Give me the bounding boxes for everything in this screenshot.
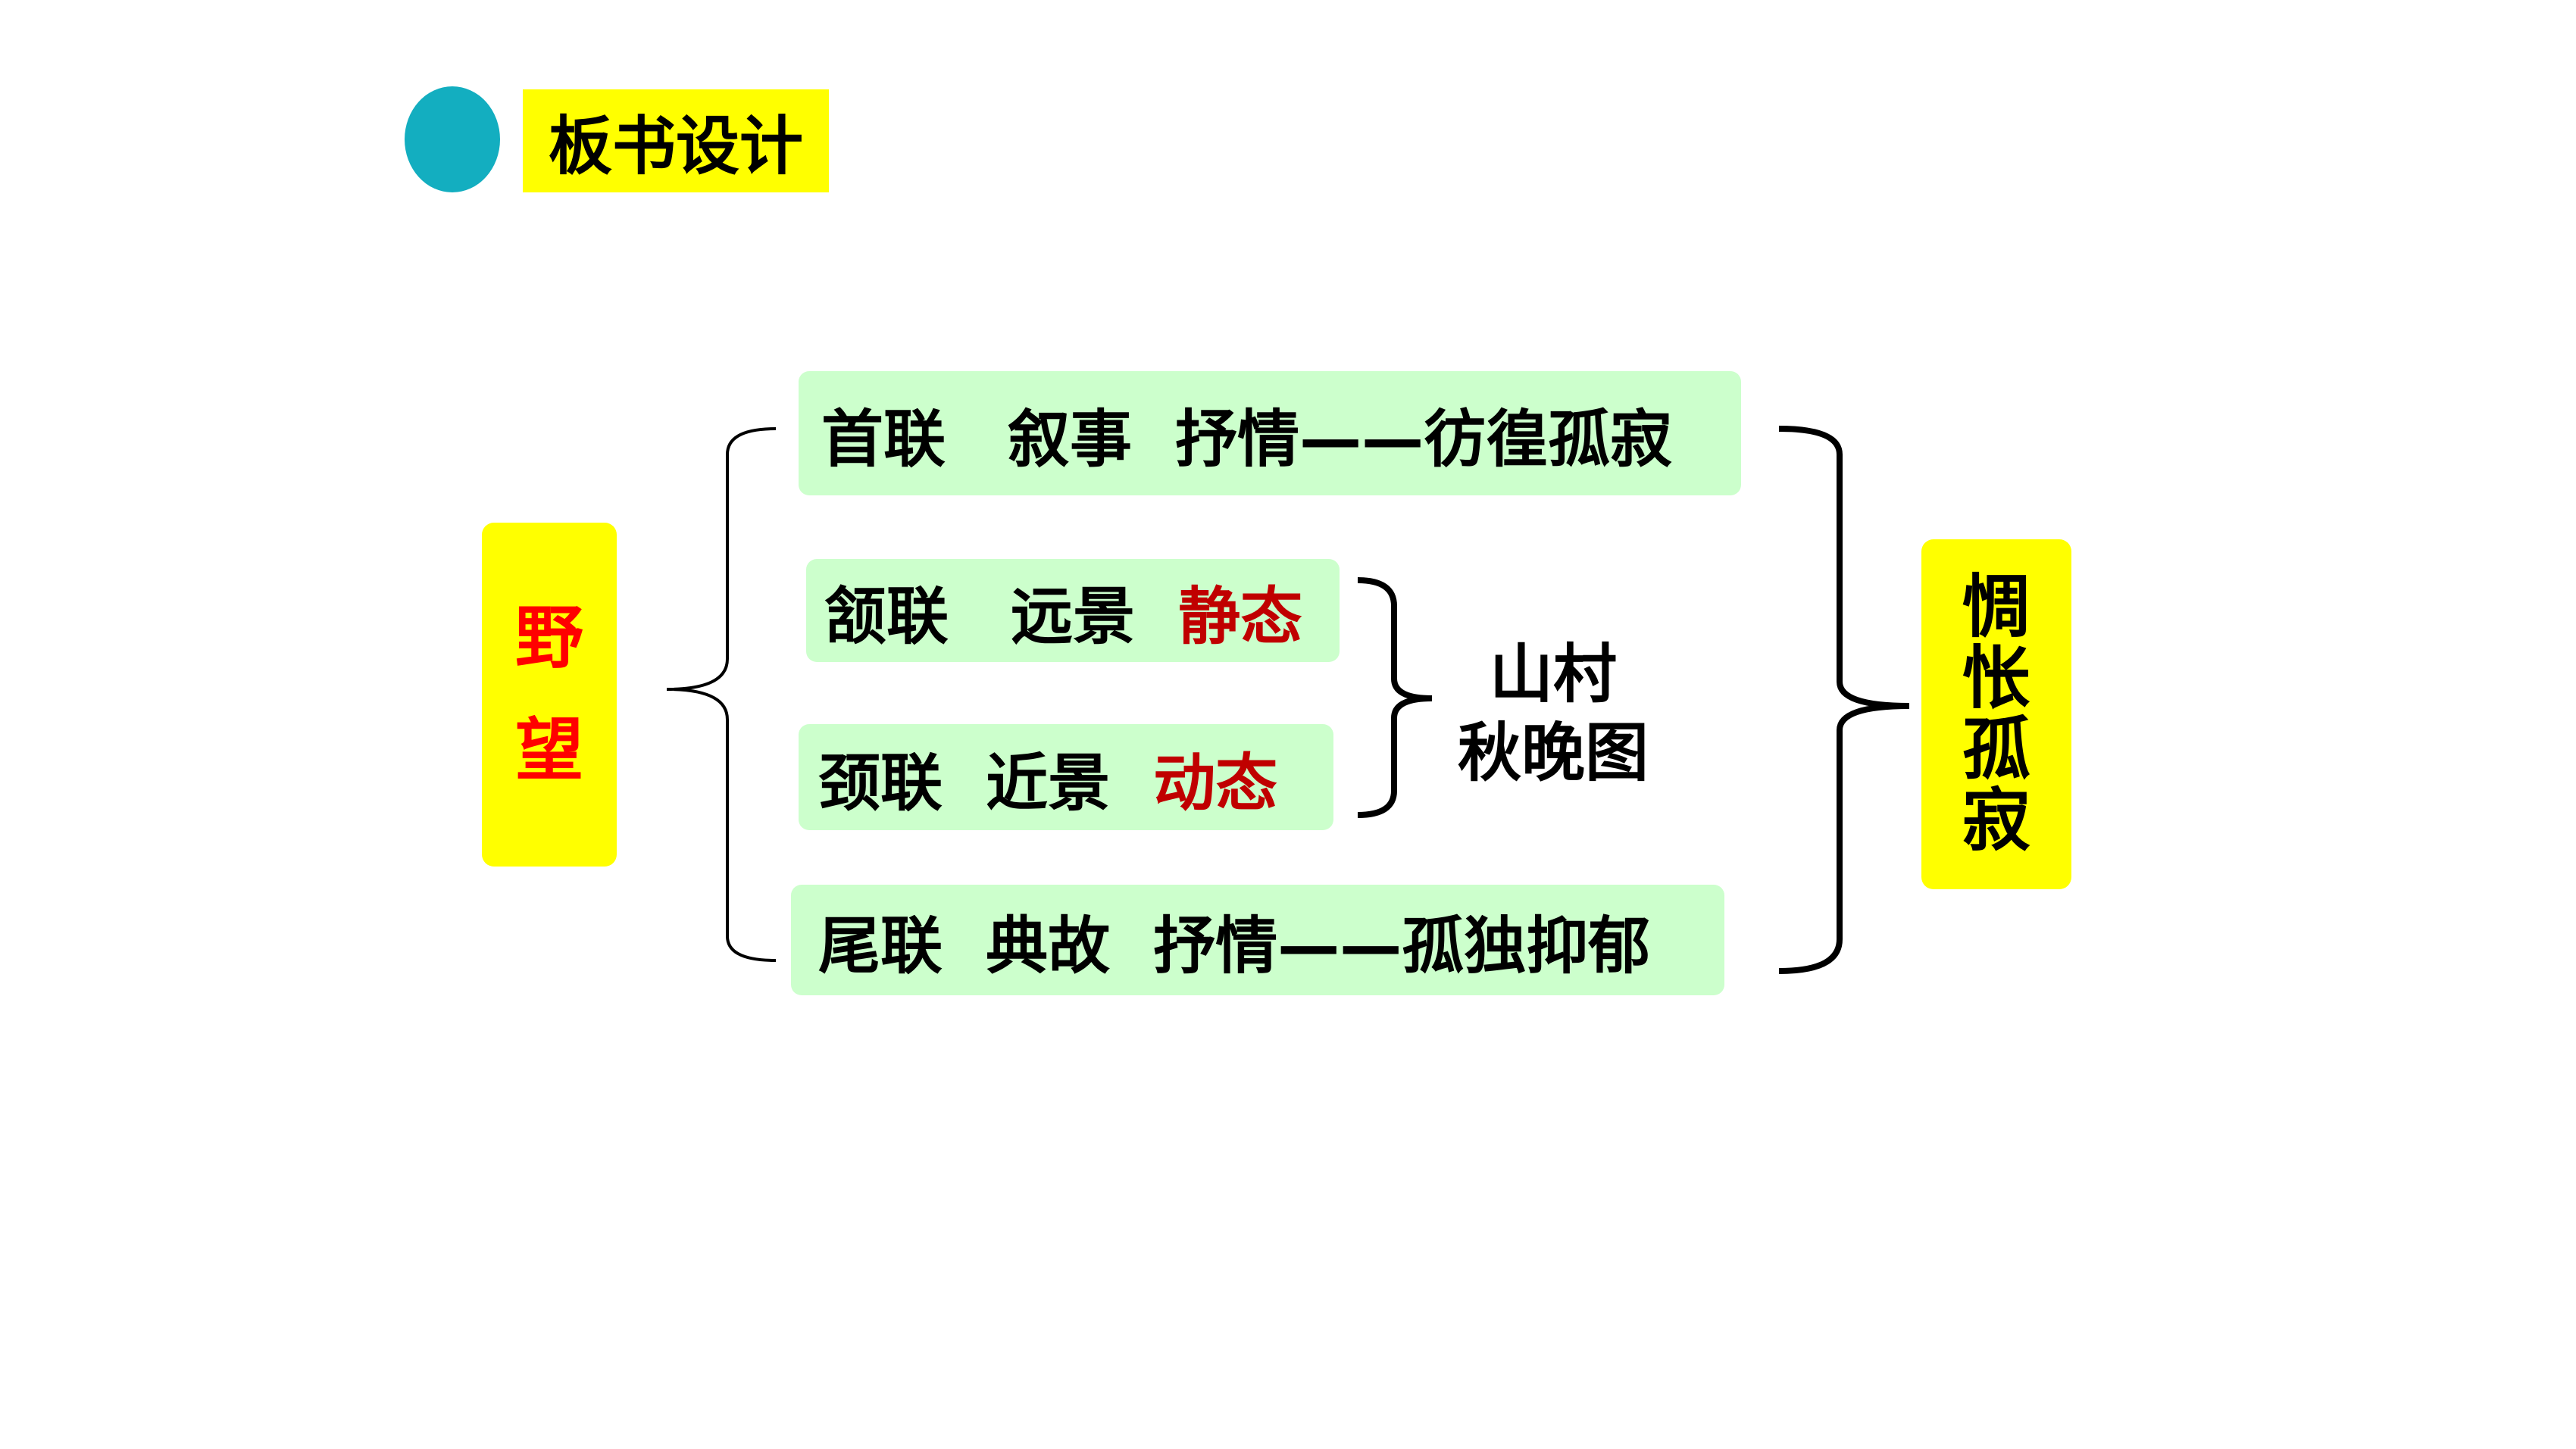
row-jinglian-highlight: 动态 <box>1153 747 1278 820</box>
emotion-box: 惆 怅 孤 寂 <box>1921 539 2071 889</box>
row-jinglian: 颈联 近景 动态 <box>799 724 1333 830</box>
row-hanlian: 颔联 远景 静态 <box>806 559 1340 662</box>
row-shoulian-text: 首联 叙事 抒情——彷徨孤寂 <box>821 403 1673 476</box>
emotion-char-1: 惆 <box>1962 567 2030 647</box>
emotion-char-4: 寂 <box>1962 781 2030 860</box>
middle-summary: 山村 秋晚图 <box>1447 635 1659 792</box>
poem-title-char-2: 望 <box>515 710 583 790</box>
poem-title-box: 野 望 <box>482 523 617 867</box>
poem-title-char-1: 野 <box>515 598 583 678</box>
left-brace <box>666 427 777 962</box>
row-weilian-text: 尾联 典故 抒情——孤独抑郁 <box>818 910 1651 982</box>
middle-summary-line-2: 秋晚图 <box>1457 716 1649 790</box>
middle-brace <box>1357 577 1433 818</box>
page-title: 板书设计 <box>523 89 829 192</box>
decorative-circle <box>405 86 500 192</box>
row-hanlian-text: 颔联 远景 <box>824 580 1179 653</box>
middle-summary-line-1: 山村 <box>1489 637 1617 711</box>
row-shoulian: 首联 叙事 抒情——彷徨孤寂 <box>799 371 1741 495</box>
row-hanlian-highlight: 静态 <box>1178 580 1303 653</box>
row-weilian: 尾联 典故 抒情——孤独抑郁 <box>791 885 1724 995</box>
right-brace <box>1778 426 1910 974</box>
row-jinglian-text: 颈联 近景 <box>818 747 1154 820</box>
emotion-char-3: 孤 <box>1962 710 2030 789</box>
emotion-char-2: 怅 <box>1962 639 2030 718</box>
